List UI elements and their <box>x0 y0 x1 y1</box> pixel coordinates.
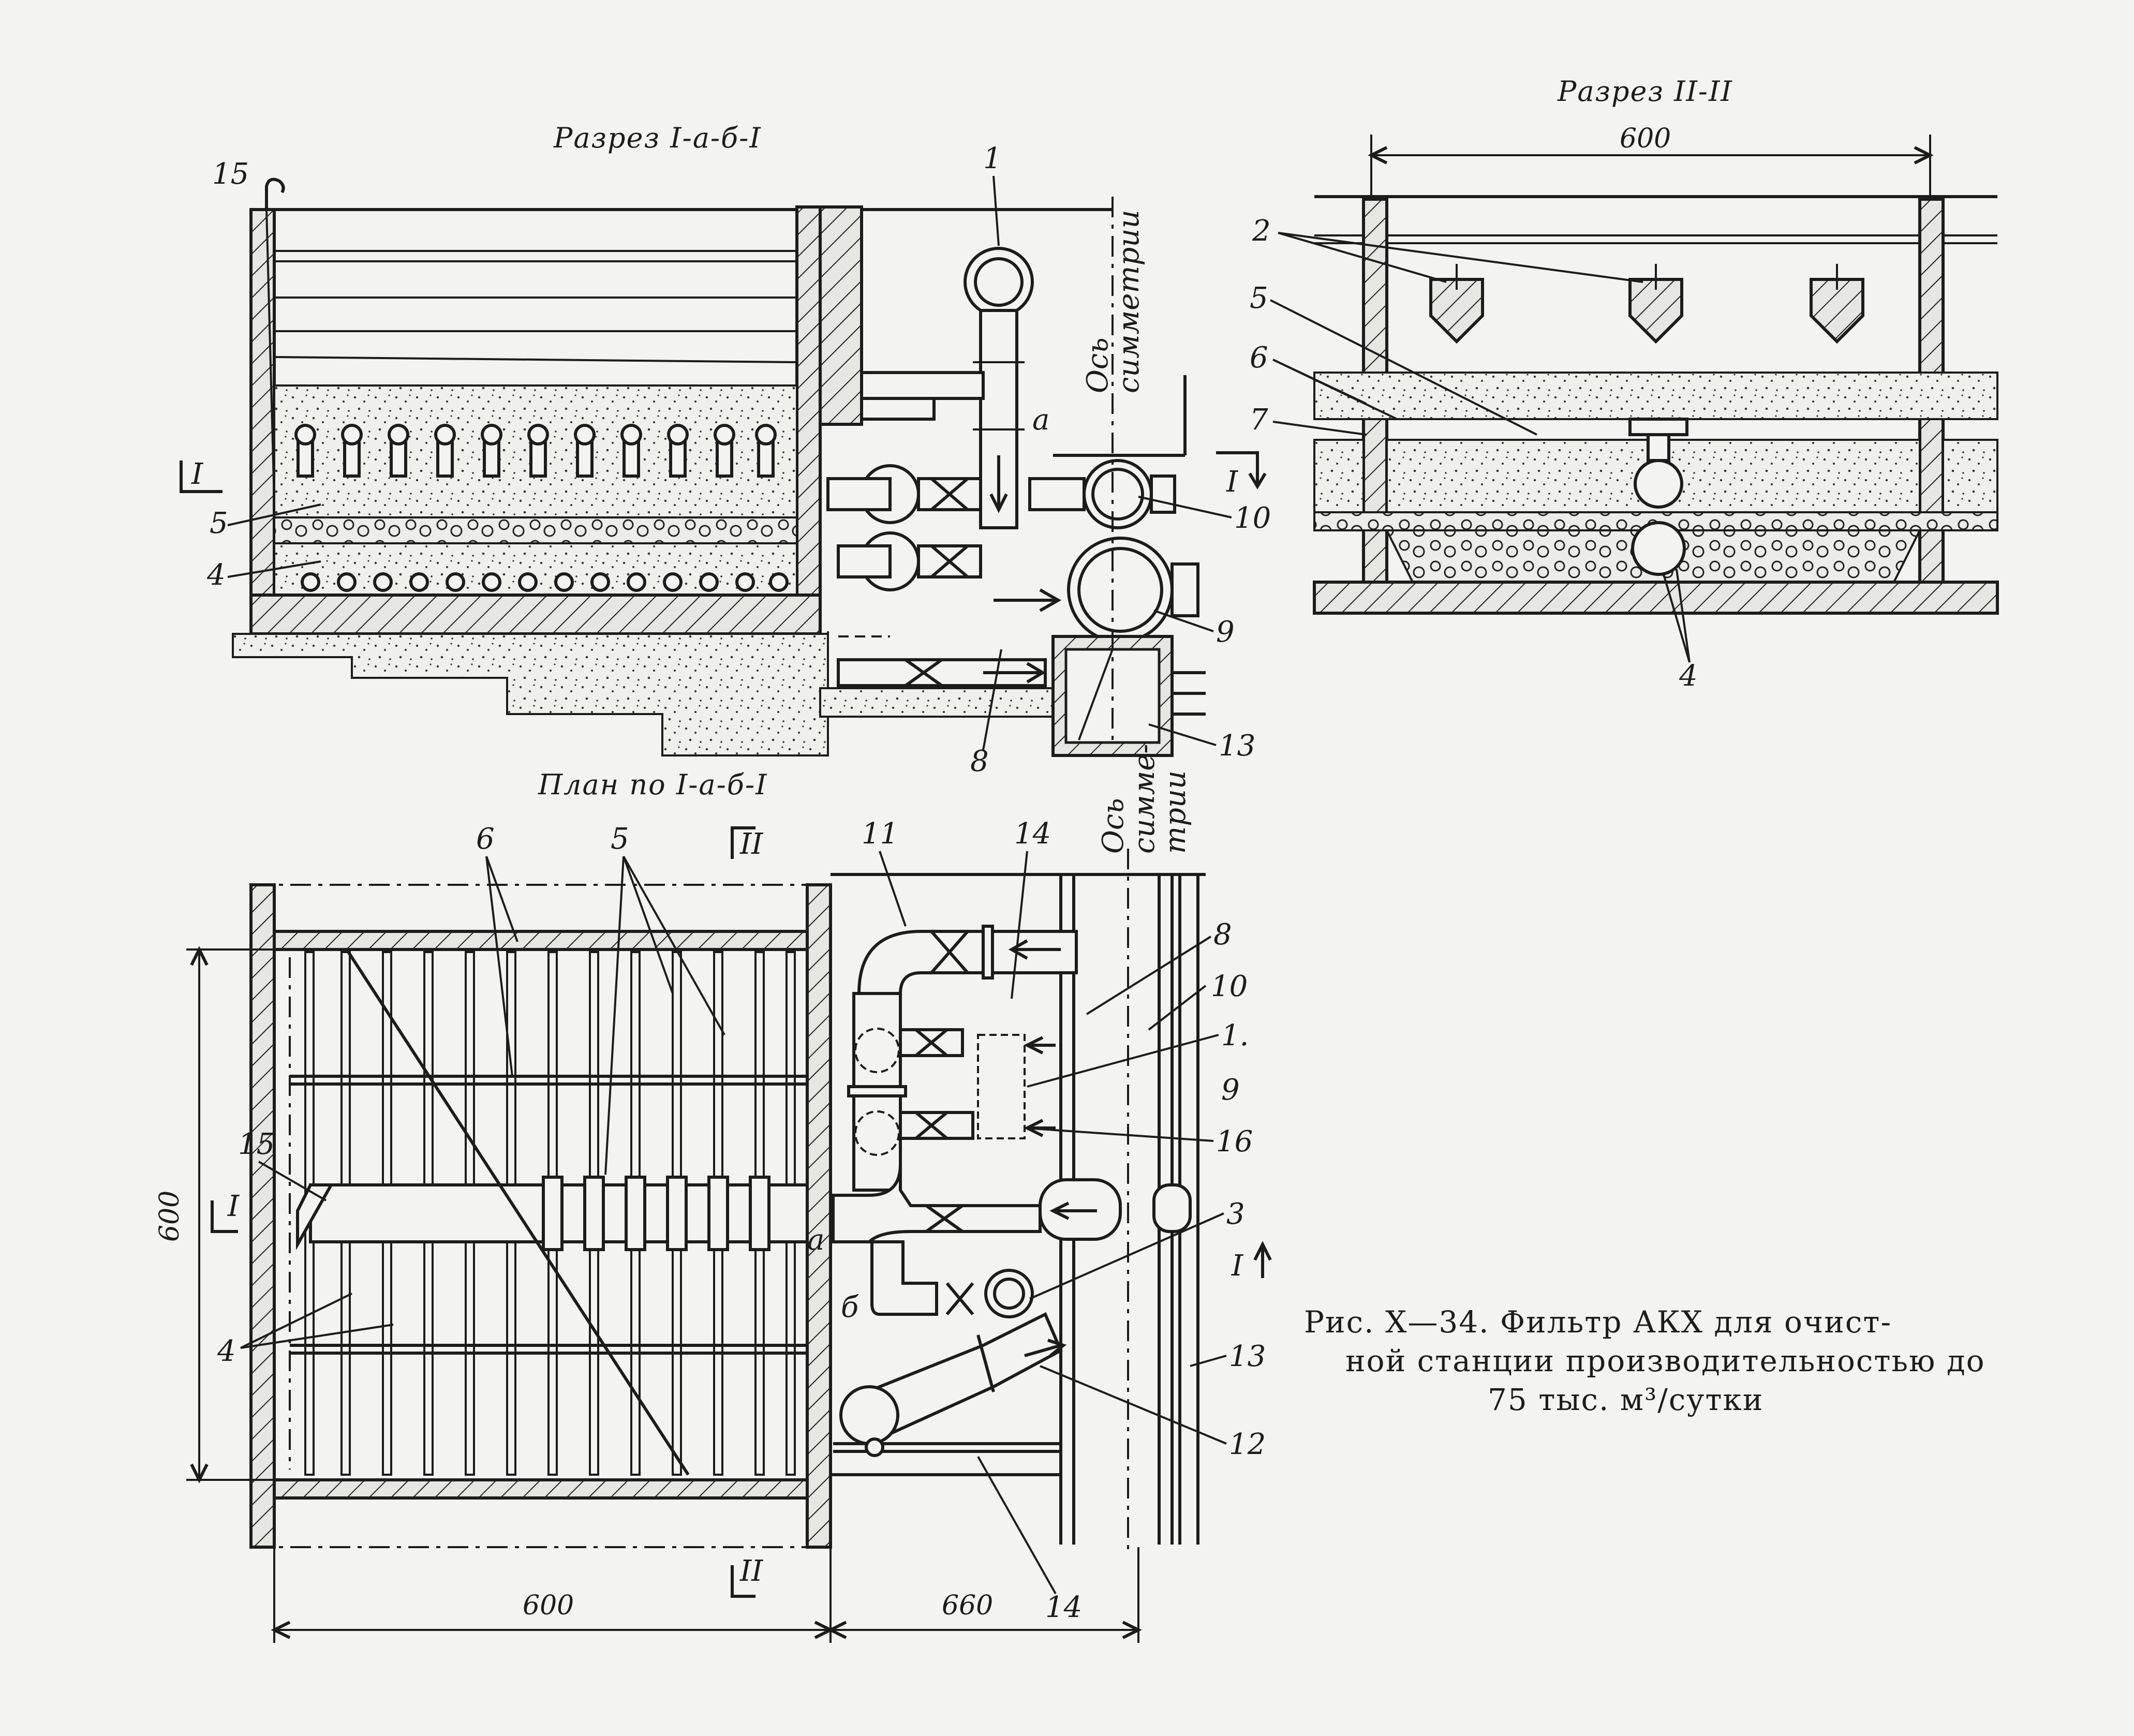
dim-section2-width: 600 <box>1620 123 1671 154</box>
callout-8-top: 8 <box>970 745 989 778</box>
lower-distribution-pipes <box>301 572 789 592</box>
plan-mark-right: I <box>1231 1241 1272 1283</box>
plan-left-wall <box>249 883 276 1549</box>
wash-trough-line-3 <box>274 356 797 363</box>
gallery-pipework <box>826 197 1206 757</box>
plan-top-wall <box>273 930 809 951</box>
gutter-wall <box>819 205 863 426</box>
plan-right-wall <box>806 883 832 1549</box>
callout-11: 11 <box>862 817 898 851</box>
callout-4-top: 4 <box>206 558 226 592</box>
wash-troughs <box>1429 264 1864 344</box>
caption-line-2: ной станции производительностью до <box>1345 1343 1985 1378</box>
upper-distribution-pipes <box>294 424 777 478</box>
svg-text:трии: трии <box>1159 770 1192 854</box>
mark-a-plan: а <box>807 1223 824 1257</box>
plan-title: План по I-а-б-I <box>538 768 767 801</box>
svg-text:II: II <box>739 1554 764 1588</box>
callout-9-top: 9 <box>1216 615 1235 649</box>
callout-6-plan: 6 <box>476 822 495 856</box>
riser-line <box>265 209 275 502</box>
plan-cut-line <box>345 948 690 1476</box>
axis-label-top: Ось симметрии <box>1081 210 1146 393</box>
callout-5-s2: 5 <box>1250 281 1268 315</box>
svg-text:I: I <box>191 457 204 491</box>
section-1-drawing: Разрез I-а-б-I <box>180 122 1271 778</box>
air-hook <box>265 177 285 210</box>
bottom-slab <box>249 593 822 635</box>
svg-text:I: I <box>1231 1249 1244 1283</box>
callout-16: 16 <box>1216 1125 1253 1159</box>
callout-3: 3 <box>1226 1197 1245 1231</box>
callout-9-plan: 9 <box>1221 1073 1240 1107</box>
callout-1-plan: 1. <box>1221 1019 1249 1052</box>
svg-text:симметрии: симметрии <box>1112 210 1146 393</box>
mark-a-top: а <box>1032 403 1049 437</box>
figure-caption: Рис. Х—34. Фильтр АКХ для очист- ной ста… <box>1304 1304 1985 1417</box>
callout-6-s2: 6 <box>1250 341 1268 375</box>
callout-2: 2 <box>1252 214 1271 248</box>
plan-gallery <box>831 849 1206 1552</box>
partition-wall <box>795 205 822 638</box>
dim-plan-width-right: 660 <box>942 1590 993 1621</box>
callout-4-plan: 4 <box>217 1334 236 1368</box>
left-wall <box>249 208 276 641</box>
callout-12: 12 <box>1229 1428 1266 1461</box>
section2-lower-pipe <box>1631 521 1686 576</box>
callout-14-top: 14 <box>1014 817 1051 851</box>
callout-15-plan: 15 <box>238 1127 275 1161</box>
callout-10-plan: 10 <box>1211 970 1248 1003</box>
caption-line-1: Рис. Х—34. Фильтр АКХ для очист- <box>1304 1304 1892 1340</box>
axis-label-bottom: Ось симме- трии <box>1096 744 1192 854</box>
caption-line-3: 75 тыс. м³/сутки <box>1488 1382 1763 1417</box>
callout-5-plan: 5 <box>611 822 629 856</box>
section-mark-left: I <box>180 457 223 493</box>
dim-plan-width-left: 600 <box>523 1590 574 1621</box>
section-mark-right: I <box>1216 451 1267 499</box>
mark-b-plan: б <box>841 1290 859 1324</box>
gravel-layer <box>273 516 798 544</box>
section-2-title: Разрез II-II <box>1557 75 1733 108</box>
callout-15-top: 15 <box>212 157 249 191</box>
plan-collector-couplings <box>542 1176 770 1251</box>
plan-mark-top: II <box>731 826 764 861</box>
svg-text:симме-: симме- <box>1128 744 1161 854</box>
foundation <box>232 633 829 756</box>
callout-14-bottom: 14 <box>1045 1591 1082 1624</box>
section2-bottom <box>1313 581 1999 615</box>
callout-1-top: 1 <box>983 142 1002 175</box>
callout-4-s2: 4 <box>1679 659 1698 693</box>
callout-13-top: 13 <box>1219 729 1255 763</box>
plan-drawing: План по I-а-б-I II II I I <box>154 744 1272 1643</box>
callout-5-top: 5 <box>210 507 228 540</box>
plan-mark-bottom: II <box>731 1554 764 1598</box>
gallery-floor <box>819 687 1059 718</box>
plan-mark-left: I <box>211 1190 240 1233</box>
callout-8-plan: 8 <box>1213 918 1232 952</box>
callout-7: 7 <box>1250 403 1268 437</box>
section-2-drawing: Разрез II-II 600 <box>1250 75 1999 693</box>
section2-upper-pipe <box>1634 459 1683 509</box>
svg-text:I: I <box>227 1190 240 1223</box>
dim-plan-height: 600 <box>154 1191 185 1242</box>
callout-13-plan: 13 <box>1229 1340 1266 1373</box>
callout-10-top: 10 <box>1234 501 1271 535</box>
section2-sand-top <box>1313 372 1998 420</box>
svg-text:Ось: Ось <box>1081 337 1115 393</box>
section-1-title: Разрез I-а-б-I <box>553 122 762 154</box>
svg-text:II: II <box>739 827 764 861</box>
svg-text:600: 600 <box>154 1191 185 1242</box>
plan-bottom-wall <box>273 1478 809 1500</box>
svg-text:I: I <box>1226 465 1239 499</box>
svg-text:Ось: Ось <box>1096 798 1130 854</box>
